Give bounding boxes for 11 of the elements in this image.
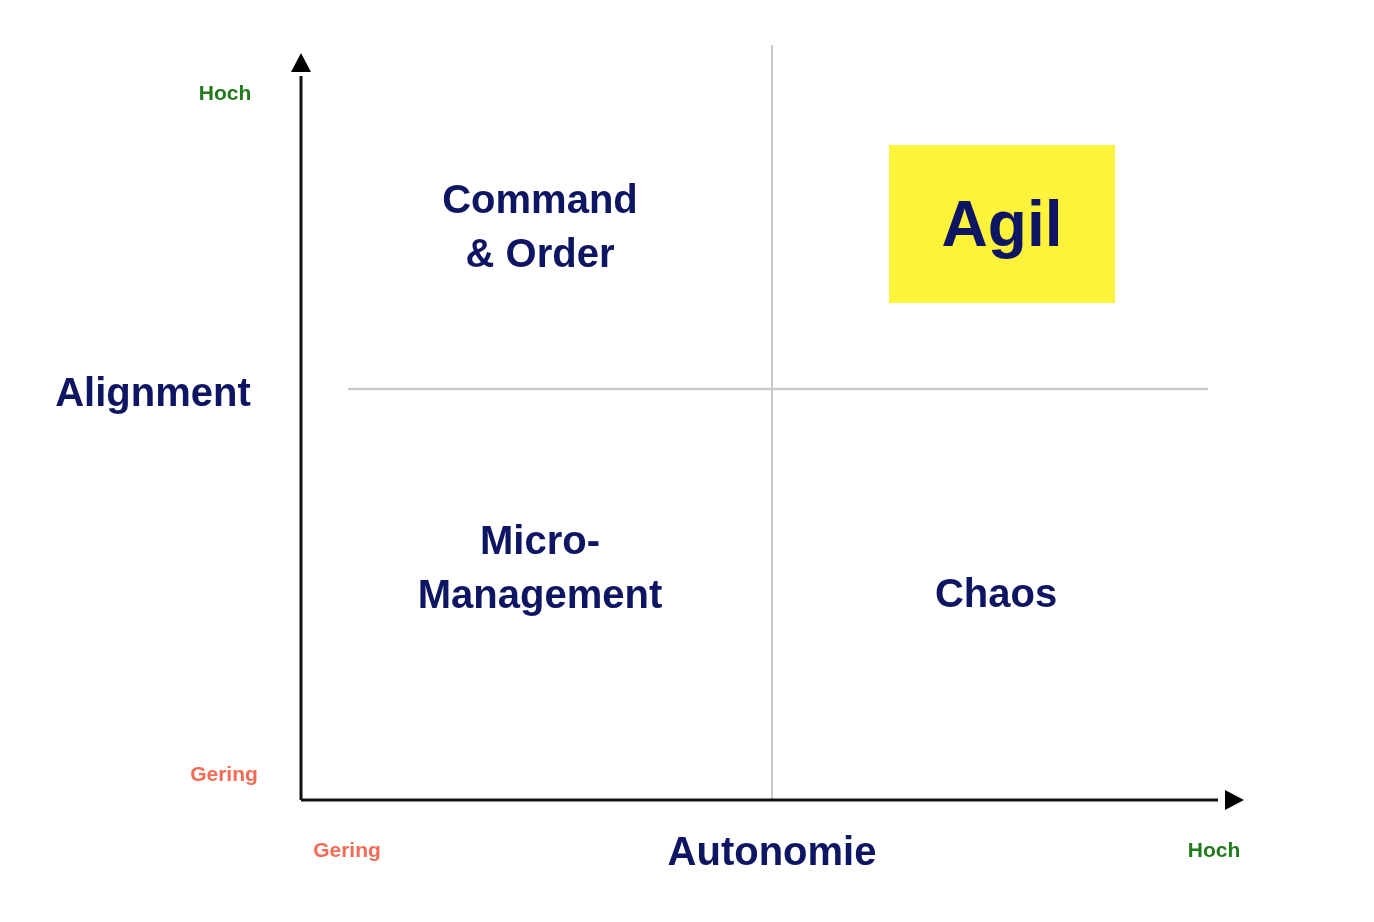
- axis-title: Alignment: [55, 369, 251, 416]
- axis-level-label: Gering: [190, 761, 258, 787]
- axis-level-label: Hoch: [1187, 837, 1241, 863]
- quadrant-title: Agil: [941, 189, 1063, 259]
- quadrant-title: Command & Order: [441, 176, 639, 277]
- highlight-box: [889, 145, 1115, 303]
- quadrant-title: Micro- Management: [416, 517, 664, 618]
- axis-level-label: Hoch: [198, 80, 252, 106]
- axis-level-label: Gering: [313, 837, 381, 863]
- axis-title: Autonomie: [667, 828, 877, 875]
- quadrant-title: Chaos: [934, 570, 1058, 617]
